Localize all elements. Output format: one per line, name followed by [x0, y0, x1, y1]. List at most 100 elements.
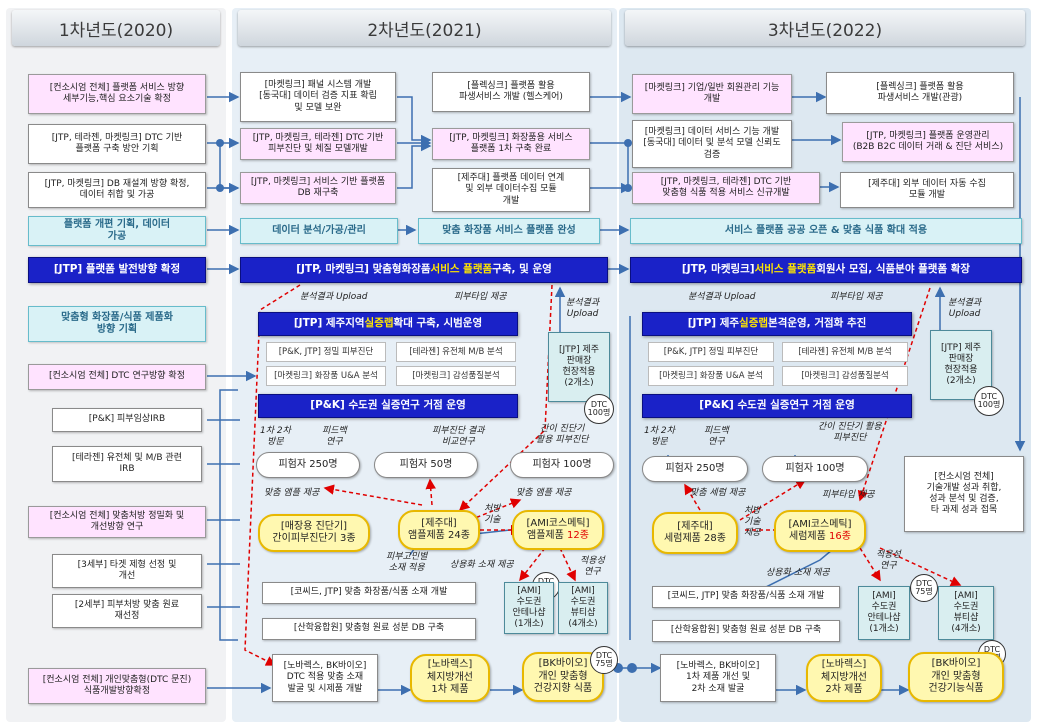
col1-skin-irb-box: [P&K] 피부임상IRB — [52, 408, 202, 432]
col2-compare-label: 피부진단 결과 비교연구 — [432, 426, 485, 447]
col2-simple-diagnosis-label: 간이 진단기 활용 피부진단 — [536, 424, 589, 445]
banner-text: 회원사 모집, 식품분야 플랫폼 확장 — [816, 263, 971, 276]
col2-emotion-quality-item: [마켓링크] 감성품질분석 — [396, 366, 516, 386]
col2-beauty-shop: [AMI] 수도권 뷰티샵 (4개소) — [558, 582, 608, 634]
col2-upload-label-2: 분석결과 Upload — [566, 298, 600, 319]
col2-jeju-ampoule-24: [제주대] 앰플제품 24종 — [398, 510, 480, 550]
col2-ampoule-label: 맞춤 앰플 제공 — [264, 488, 320, 498]
col3-visit-label: 1차 2차 방문 — [644, 426, 675, 447]
col1-material-reselect-box: [2세부] 피부처방 맞춤 원료 재선정 — [52, 594, 202, 628]
col1-food-direction-box: [컨소시엄 전체] 개인맞춤형(DTC 문진) 식품개발방향확정 — [28, 668, 206, 704]
col2-data-module-box: [제주대] 플랫폼 데이터 연계 및 외부 데이터수집 모듈 개발 — [432, 168, 590, 212]
banner-text: 구축, 및 운영 — [492, 263, 552, 276]
col2-platform-operation-banner: [JTP, 마켓링크] 맞춤형화장품 서비스 플랫폼 구축, 및 운영 — [240, 257, 608, 283]
col3-material-dev-box: [코씨드, JTP] 맞춤 화장품/식품 소재 개발 — [652, 586, 840, 608]
col3-applicability-label: 적용성 연구 — [876, 550, 901, 571]
col2-novarex-product-1: [노바렉스] 체지방개선 1차 제품 — [410, 654, 490, 702]
banner-highlight: 서비스 플랫폼 — [430, 263, 493, 276]
product-count: 16종 — [829, 531, 851, 542]
col3-serum-label: 맞춤 세럼 제공 — [690, 488, 746, 498]
col2-applicability-label: 적용성 연구 — [580, 556, 605, 577]
col2-panel-system-box: [마켓링크] 패널 시스템 개발 [동국대] 데이터 검증 지표 확립 및 모델… — [240, 72, 396, 122]
year1-header: 1차년도(2020) — [12, 10, 220, 46]
year3-header: 3차년도(2022) — [625, 10, 1025, 46]
col3-jeju-lab-banner: [JTP] 제주 실증랩 본격운영, 거점화 추진 — [642, 312, 912, 336]
banner-text: 확대 구축, 시범운영 — [393, 317, 483, 330]
col2-ingredient-db-box: [산학융합원] 맞춤형 원료 성분 DB 구축 — [262, 618, 476, 640]
col3-skin-type-label-2: 피부타입 제공 — [822, 490, 875, 500]
col2-subjects-50: 피험자 50명 — [374, 452, 478, 478]
col2-genome-analysis-item: [테라젠] 유전체 M/B 분석 — [396, 342, 516, 362]
col3-results-box: [컨소시엄 전체] 기술개발 성과 취합, 성과 분석 및 검증, 타 과제 성… — [904, 456, 1024, 532]
col3-commercial-label: 상용화 소재 제공 — [766, 568, 830, 578]
col3-beauty-shop: [AMI] 수도권 뷰티샵 (4개소) — [938, 586, 994, 640]
col2-visit-label: 1차 2차 방문 — [260, 426, 291, 447]
col3-jeju-serum-28: [제주대] 세럼제품 28종 — [652, 512, 738, 554]
col3-public-open-banner: 서비스 플랫폼 공공 오픈 & 맞춤 식품 확대 적용 — [630, 218, 1022, 244]
col3-platform-ops-box: [JTP, 마켓링크] 플랫폼 운영관리 (B2B B2C 데이터 거래 & 진… — [842, 122, 1014, 162]
col1-jtp-platform-banner: [JTP] 플랫폼 발전방향 확정 — [28, 257, 206, 283]
col2-dtc-100-badge: DTC 100명 — [584, 394, 614, 424]
col2-bkbio-food: [BK바이오] 개인 맞춤형 건강지향 식품 — [522, 652, 604, 702]
col2-material-apply-label: 피부고민별 소재 적용 — [386, 552, 428, 573]
col3-ua-analysis-item: [마켓링크] 화장품 U&A 분석 — [648, 366, 774, 386]
col1-formulation-box: [3세부] 타겟 제형 선정 및 개선 — [52, 554, 202, 588]
banner-text: [JTP, 마켓링크] 맞춤형화장품 — [296, 263, 431, 276]
col1-dtc-platform-plan-box: [JTP, 테라젠, 마켓링크] DTC 기반 플랫폼 구축 방안 기획 — [28, 124, 206, 164]
product-count: 12종 — [567, 530, 589, 541]
col2-data-analysis-banner: 데이터 분석/가공/관리 — [240, 218, 398, 244]
col1-db-redesign-box: [JTP, 마켓링크] DB 재설계 방향 확정, 데이터 취합 및 가공 — [28, 172, 206, 208]
col3-tourism-service-box: [플렉싱크] 플랫폼 활용 파생서비스 개발(관광) — [826, 72, 1014, 114]
banner-text: [JTP] 제주지역 — [293, 317, 365, 330]
col3-food-improve-box: [노바렉스, BK바이오] 1차 제품 개선 및 2차 소재 발굴 — [660, 654, 776, 702]
col3-antenna-shop: [AMI] 수도권 안테나샵 (1개소) — [858, 586, 910, 640]
col3-simple-diagnosis-label: 간이 진단기 활용 피부진단 — [818, 422, 882, 443]
col3-skin-diagnosis-item: [P&K, JTP] 정밀 피부진단 — [648, 342, 774, 362]
col3-dtc-75-badge: DTC 75명 — [910, 574, 938, 602]
col2-healthcare-service-box: [플렉싱크] 플랫폼 활용 파생서비스 개발 (헬스케어) — [432, 72, 590, 112]
banner-highlight: 실증랩 — [739, 317, 769, 330]
banner-highlight: 실증랩 — [364, 317, 394, 330]
col2-skin-type-label: 피부타입 제공 — [454, 292, 507, 302]
col1-product-plan-banner: 맞춤형 화장품/식품 제품화 방향 기획 — [28, 306, 206, 342]
col2-pk-hub-banner: [P&K] 수도권 실증연구 거점 운영 — [258, 394, 518, 418]
col1-platform-plan-banner: 플랫폼 개편 기획, 데이터 가공 — [28, 216, 206, 246]
col2-material-dev-box: [코씨드, JTP] 맞춤 화장품/식품 소재 개발 — [262, 582, 476, 604]
col2-feedback-label: 피드백 연구 — [322, 426, 347, 447]
col3-bkbio-health-food: [BK바이오] 개인 맞춤형 건강기능식품 — [908, 652, 1004, 702]
col1-dtc-research-box: [컨소시엄 전체] DTC 연구방향 확정 — [28, 364, 206, 390]
col3-data-collect-box: [제주대] 외부 데이터 자동 수집 모듈 개발 — [840, 172, 1014, 208]
col3-novarex-product-2: [노바렉스] 체지방개선 2차 제품 — [806, 654, 882, 702]
col2-db-rebuild-box: [JTP, 마켓링크] 서비스 기반 플랫폼 DB 재구축 — [240, 172, 396, 204]
col2-cosmetic-platform-box: [JTP, 마켓링크] 화장품용 서비스 플랫폼 1차 구축 완료 — [432, 128, 590, 160]
col2-subjects-100: 피험자 100명 — [510, 452, 614, 478]
col3-dtc-100-badge: DTC 100명 — [974, 386, 1004, 416]
col1-platform-direction-box: [컨소시엄 전체] 플랫폼 서비스 방향 세부기능,핵심 요소기술 확정 — [28, 74, 206, 114]
col2-dtc-75-badge-2: DTC 75명 — [590, 646, 618, 674]
col3-feedback-label: 피드백 연구 — [704, 426, 729, 447]
banner-text: [JTP, 마켓링크] — [681, 263, 755, 276]
col2-food-material-box: [노바렉스, BK바이오] DTC 적용 맞춤 소재 발굴 및 시제품 개발 — [272, 654, 378, 702]
col3-emotion-quality-item: [마켓링크] 감성품질분석 — [782, 366, 908, 386]
col3-member-mgmt-box: [마켓링크] 기업/일반 회원관리 기능 개발 — [632, 74, 792, 114]
col3-genome-analysis-item: [테라젠] 유전체 M/B 분석 — [782, 342, 908, 362]
col2-commercial-label: 상용화 소재 제공 — [450, 560, 514, 570]
col1-prescription-research-box: [컨소시엄 전체] 맞춤처방 정밀화 및 개선방향 연구 — [28, 506, 206, 538]
col2-jeju-store-box: [JTP] 제주 판매장 현장적용 (2개소) — [548, 332, 610, 402]
col3-subjects-250: 피험자 250명 — [642, 456, 748, 482]
col3-ingredient-db-box: [산학융합원] 맞춤형 원료 성분 DB 구축 — [652, 620, 840, 642]
col2-platform-complete-banner: 맞춤 화장품 서비스 플랫폼 완성 — [418, 218, 600, 244]
col3-food-service-box: [JTP, 마켓링크, 테라젠] DTC 기반 맞춤형 식품 적용 서비스 신규… — [632, 172, 820, 204]
col2-skin-diagnosis-item: [P&K, JTP] 정밀 피부진단 — [266, 342, 386, 362]
col3-prescription-label: 처방 기술 제공 — [744, 506, 761, 538]
col2-jeju-lab-banner: [JTP] 제주지역 실증랩 확대 구축, 시범운영 — [258, 312, 518, 336]
col3-pk-hub-banner: [P&K] 수도권 실증연구 거점 운영 — [642, 394, 912, 418]
col2-store-diagnosis-device: [매장용 진단기] 간이피부진단기 3종 — [258, 514, 370, 552]
col3-platform-expand-banner: [JTP, 마켓링크] 서비스 플랫폼 회원사 모집, 식품분야 플랫폼 확장 — [630, 257, 1022, 283]
col2-upload-label: 분석결과 Upload — [300, 292, 368, 302]
banner-text: 본격운영, 거점화 추진 — [768, 317, 867, 330]
year2-header: 2차년도(2021) — [238, 10, 611, 46]
col3-skin-type-label: 피부타입 제공 — [830, 292, 883, 302]
product-text: [AMI코스메틱] 세럼제품 — [788, 518, 852, 543]
col2-antenna-shop: [AMI] 수도권 안테나샵 (1개소) — [504, 582, 554, 634]
